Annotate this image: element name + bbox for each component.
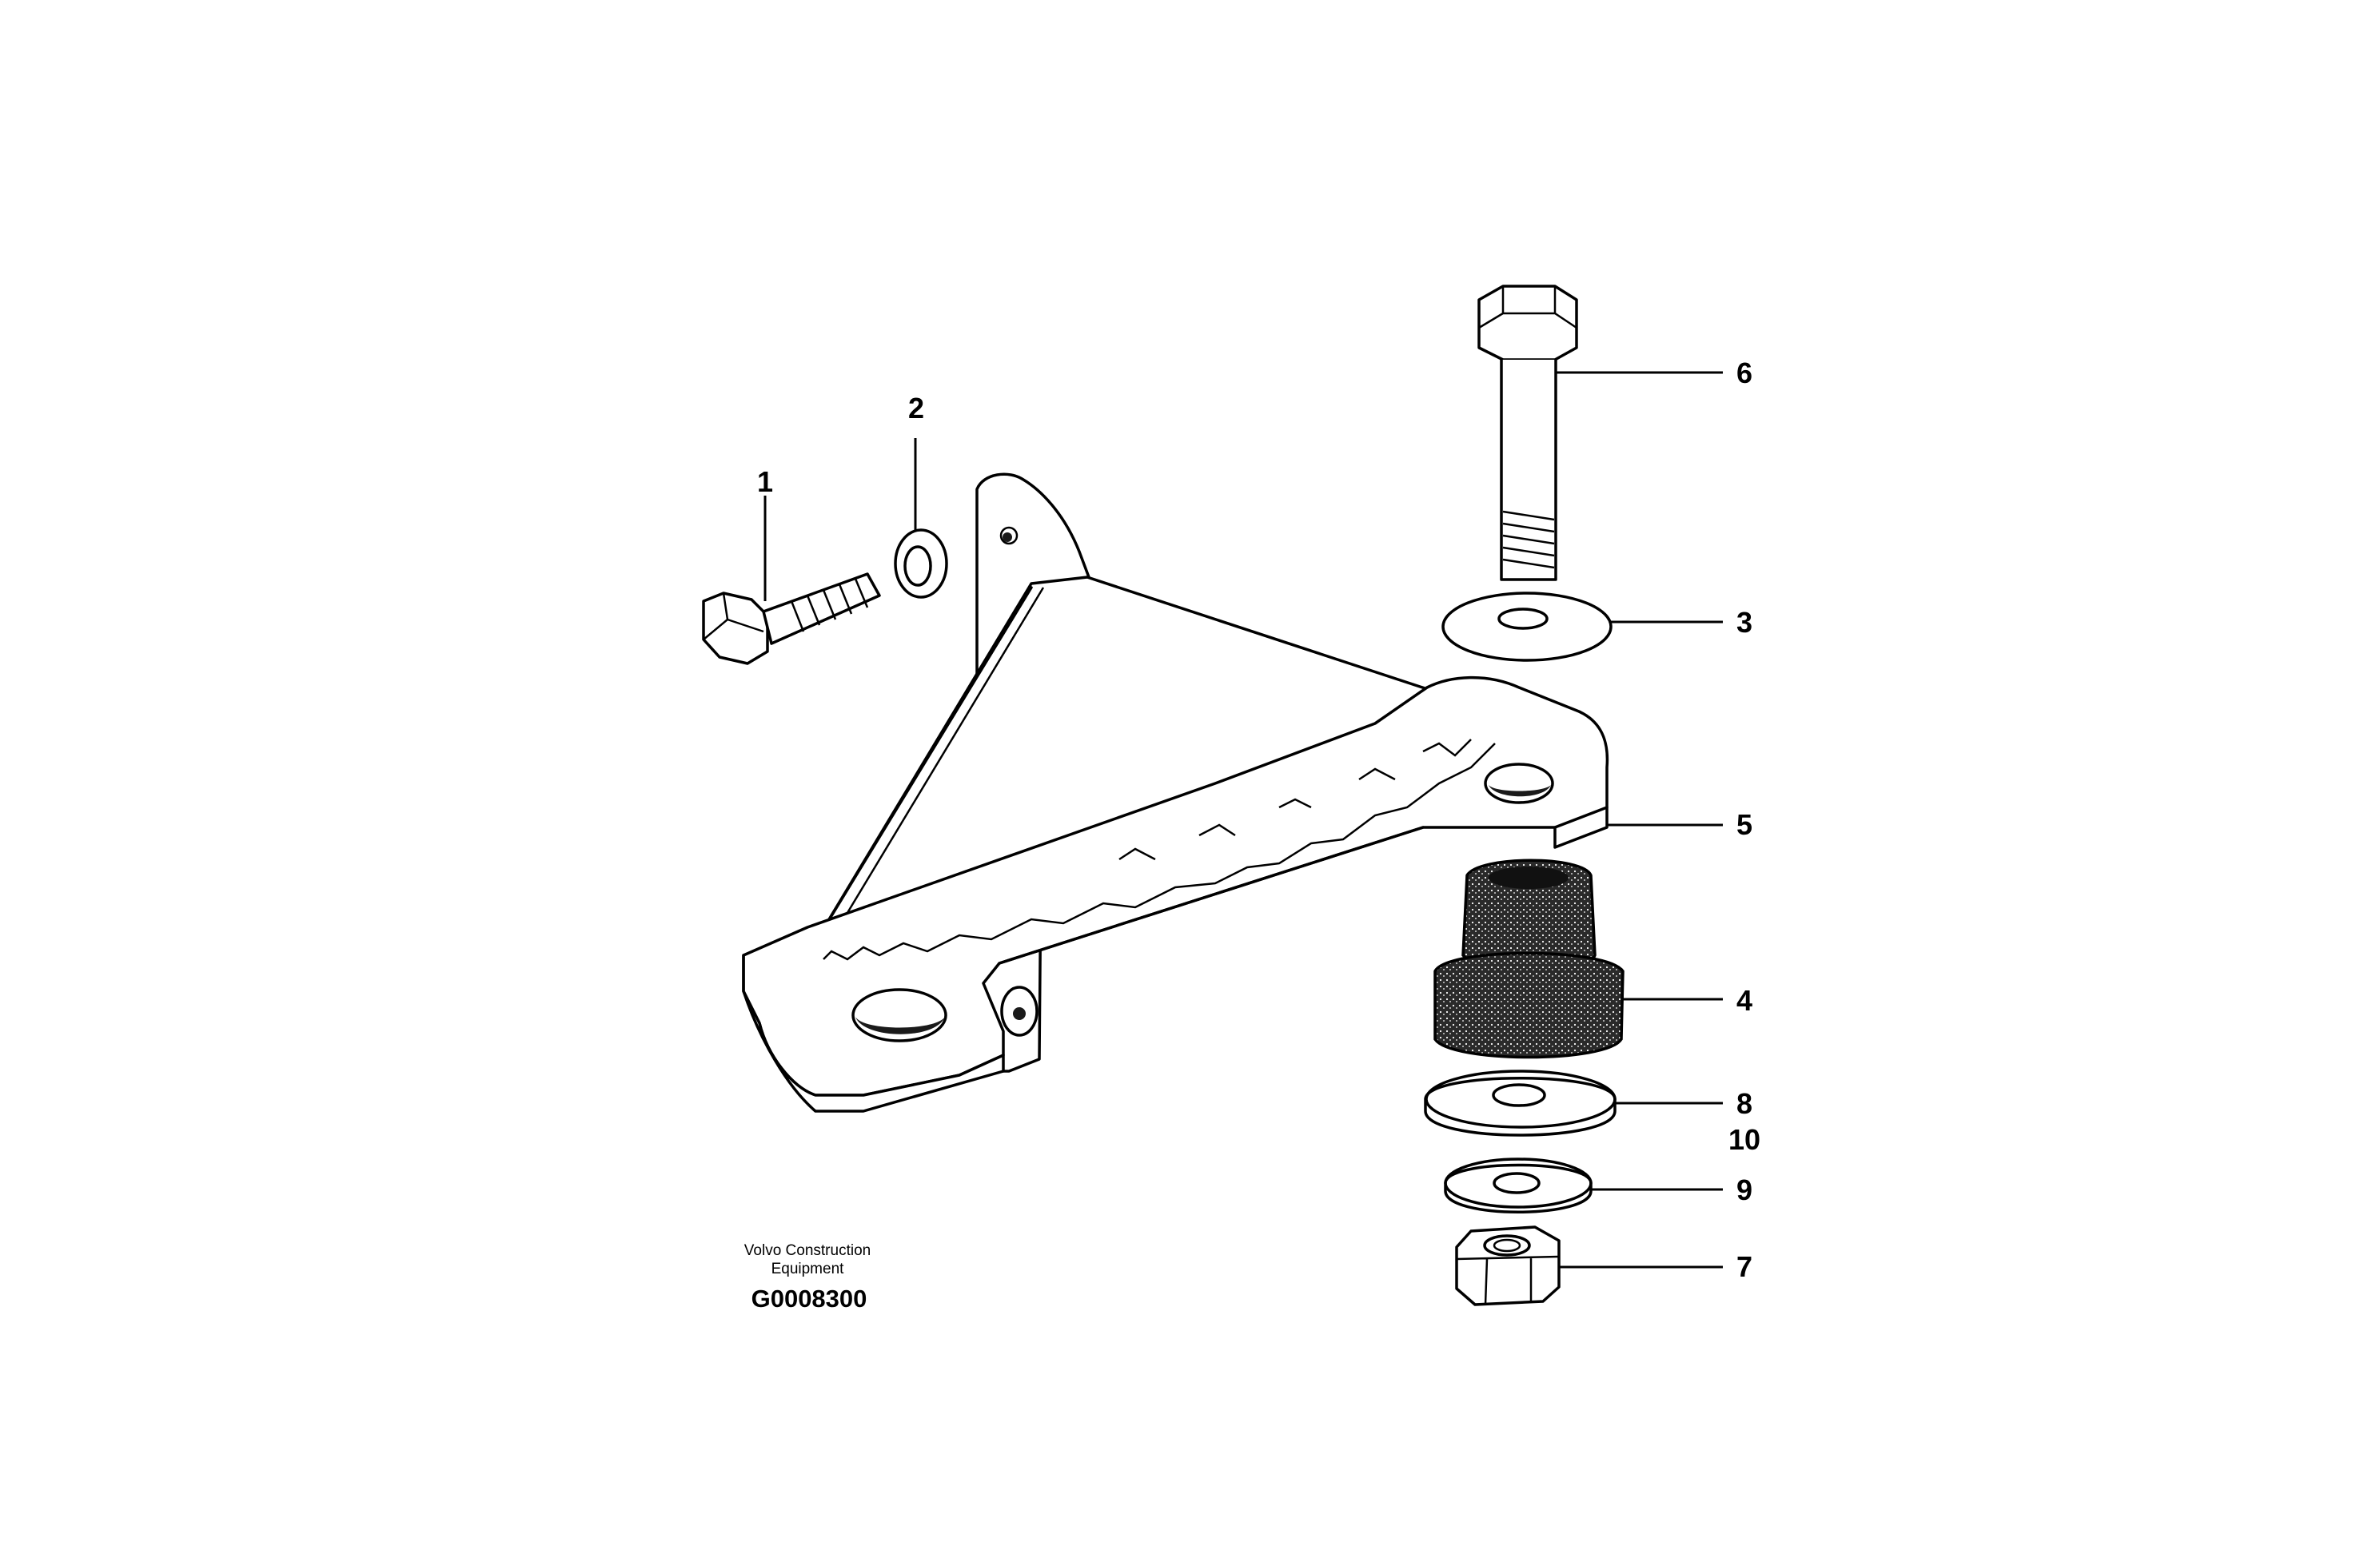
bracket-upper-hole <box>999 526 1019 545</box>
callout-2: 2 <box>908 392 924 424</box>
bracket-part-5 <box>742 472 1609 1113</box>
washer-part-8 <box>1424 1070 1617 1137</box>
rubber-mount-part-4 <box>1433 859 1625 1059</box>
callout-9: 9 <box>1736 1173 1752 1206</box>
nut-part-7 <box>1455 1225 1561 1306</box>
callout-8: 8 <box>1736 1087 1752 1120</box>
callout-6: 6 <box>1736 357 1752 389</box>
callout-3: 3 <box>1736 606 1752 639</box>
washer-part-3 <box>1441 592 1613 662</box>
credit-line-2: Equipment <box>771 1261 845 1277</box>
callout-4: 4 <box>1736 984 1752 1017</box>
bolt-part-6 <box>1477 285 1578 581</box>
callout-5: 5 <box>1736 808 1752 841</box>
bracket-left-hole <box>851 988 947 1042</box>
callout-7: 7 <box>1736 1250 1752 1283</box>
washer-part-2 <box>894 528 948 599</box>
washer-part-9 <box>1444 1158 1593 1213</box>
callout-10: 10 <box>1728 1123 1760 1156</box>
callout-1: 1 <box>757 465 773 498</box>
drawing-code: G0008300 <box>751 1285 867 1313</box>
bracket-right-hole <box>1484 763 1554 804</box>
leader-lines <box>763 371 1723 1269</box>
credit-line-1: Volvo Construction <box>744 1242 871 1259</box>
bolt-part-1 <box>702 572 881 665</box>
